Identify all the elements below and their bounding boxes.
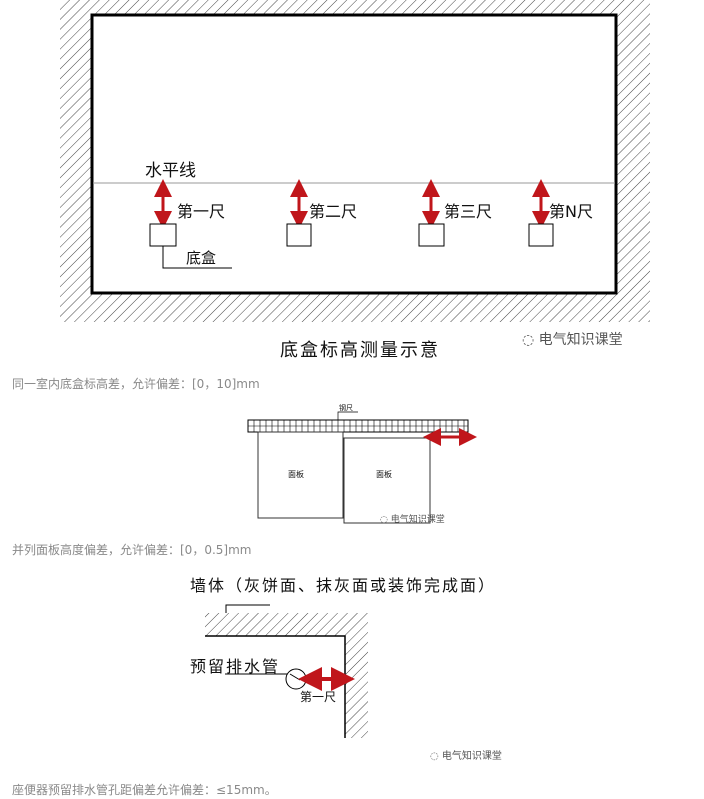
ruler-label-1: 第一尺 xyxy=(177,202,226,221)
watermark: ◌ 电气知识课堂 xyxy=(380,515,445,525)
ruler-label-2: 第二尺 xyxy=(309,202,358,221)
ruler-label-3: 第三尺 xyxy=(444,202,493,221)
outlet-box-1 xyxy=(149,223,177,247)
steel-ruler-label: 钢尺 xyxy=(339,404,353,412)
outlet-box-2 xyxy=(286,223,312,247)
watermark: ◌ 电气知识课堂 xyxy=(430,751,502,762)
outlet-box-3 xyxy=(418,223,445,247)
panel-label-1: 面板 xyxy=(288,470,304,479)
figure1-title: 底盒标高测量示意 xyxy=(280,340,440,361)
caption-3: 座便器预留排水管孔距偏差允许偏差：≤15mm。 xyxy=(12,783,277,797)
panel-label-2: 面板 xyxy=(376,470,392,479)
watermark-text: 电气知识课堂 xyxy=(538,332,623,348)
ruler-label-n: 第N尺 xyxy=(549,202,593,221)
measure-arrows xyxy=(154,179,550,229)
box-elevation-diagram xyxy=(60,0,650,322)
level-line-label: 水平线 xyxy=(145,161,196,181)
caption-1: 同一室内底盒标高差，允许偏差：[0，10]mm xyxy=(12,377,260,391)
room-outline xyxy=(90,13,618,295)
drain-pipe-diagram xyxy=(205,604,368,738)
box-label: 底盒 xyxy=(186,249,217,267)
wall-label: 墙体（灰饼面、抹灰面或装饰完成面） xyxy=(190,576,497,595)
pipe-label: 预留排水管 xyxy=(190,657,281,676)
watermark-text: 电气知识课堂 xyxy=(441,751,502,762)
watermark-text: 电气知识课堂 xyxy=(390,515,445,525)
box-leader-line xyxy=(162,246,232,269)
outlet-box-n xyxy=(528,223,554,247)
caption-2: 并列面板高度偏差，允许偏差：[0，0.5]mm xyxy=(12,543,252,557)
watermark: ◌ 电气知识课堂 xyxy=(522,332,623,348)
ruler-label: 第一尺 xyxy=(300,690,337,704)
panel-height-diagram xyxy=(247,411,477,524)
